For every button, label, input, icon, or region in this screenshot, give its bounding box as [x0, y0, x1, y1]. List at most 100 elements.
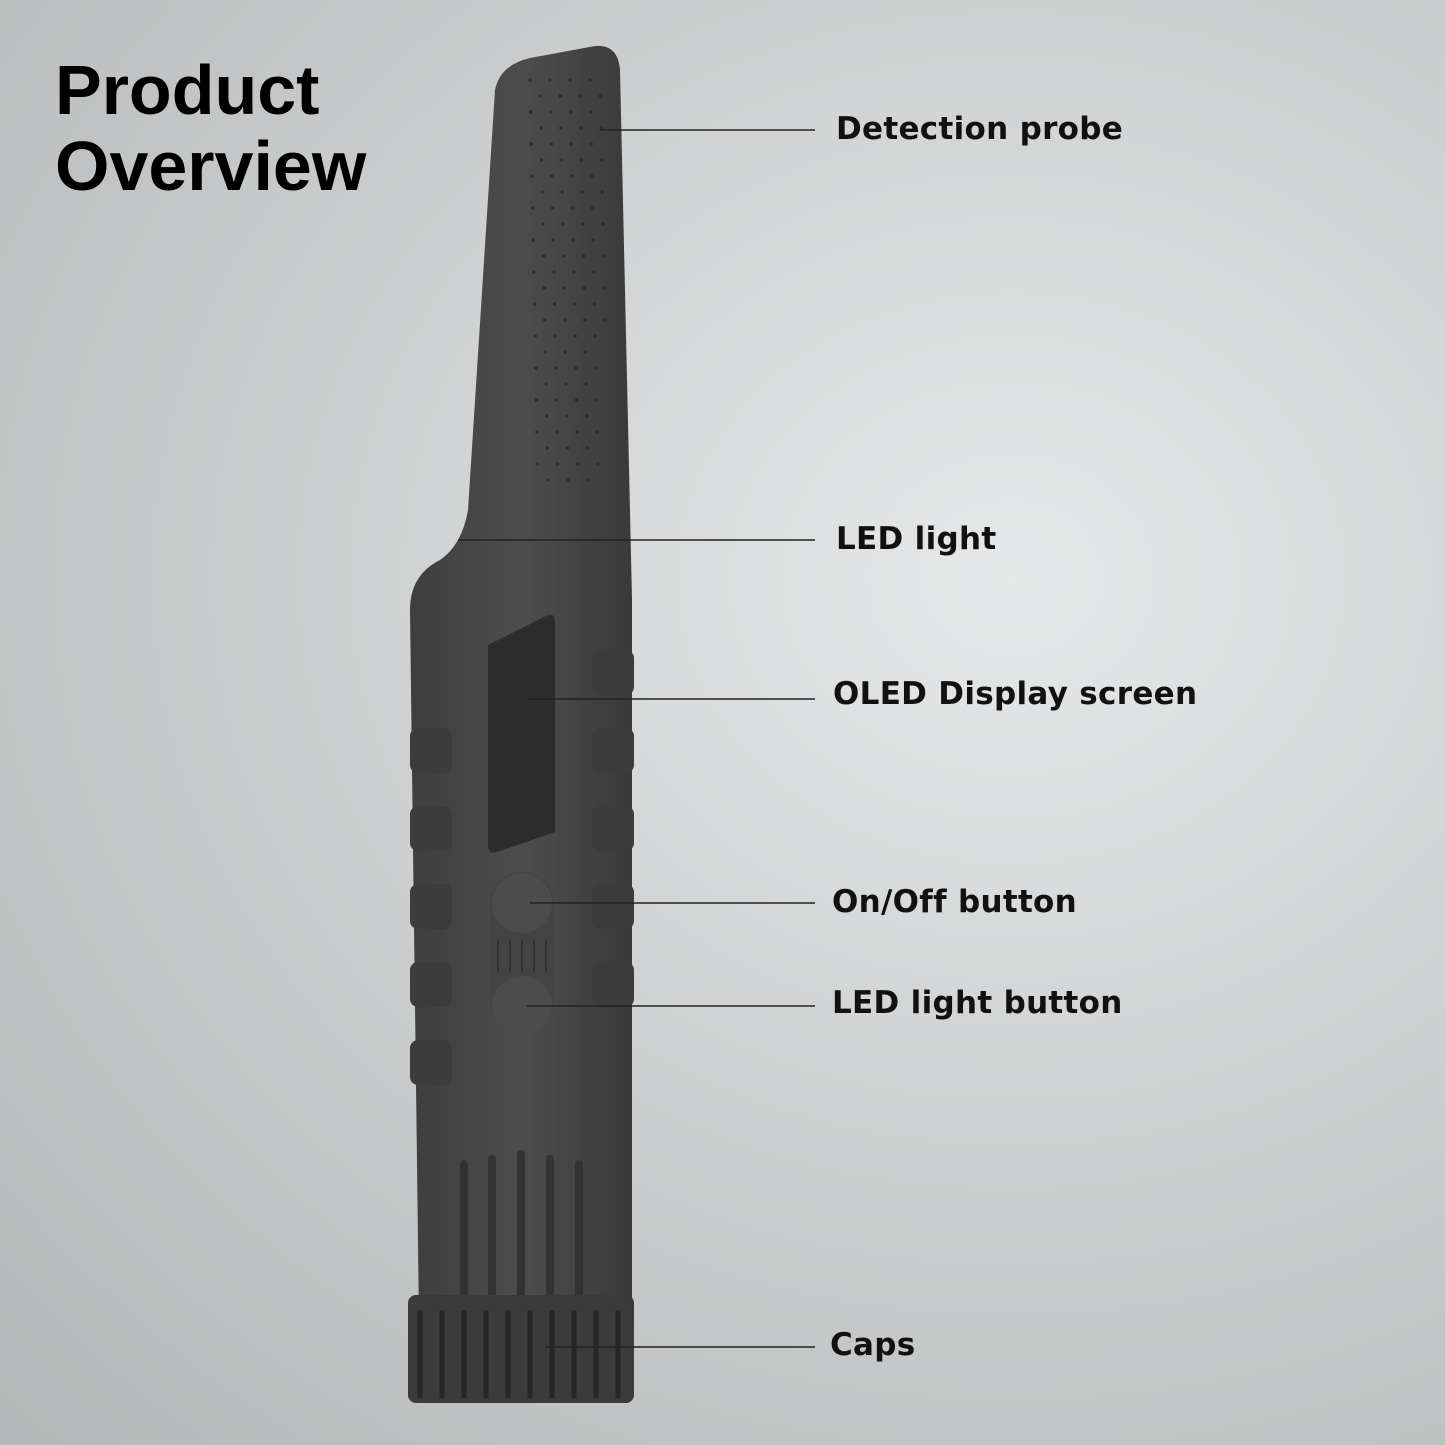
grip-ridge — [592, 884, 634, 929]
probe-dot — [555, 462, 560, 466]
probe-dot — [574, 398, 579, 402]
probe-dot — [528, 110, 533, 114]
probe-dot — [588, 110, 593, 114]
probe-dot — [599, 158, 604, 162]
grip-ridge — [592, 650, 634, 695]
probe-dot — [588, 78, 592, 82]
probe-dot — [533, 366, 538, 370]
label-caps: Caps — [830, 1327, 916, 1363]
probe-dot — [599, 126, 603, 130]
probe-dot — [544, 414, 549, 418]
probe-dot — [565, 446, 570, 450]
label-led-light-button: LED light button — [832, 985, 1123, 1021]
probe-dot — [549, 142, 554, 146]
probe-dot — [568, 78, 572, 82]
probe-dot — [593, 334, 597, 338]
probe-dot — [573, 366, 578, 370]
probe-dot — [562, 286, 566, 290]
probe-dot — [584, 414, 589, 418]
title-line-2: Overview — [55, 127, 367, 205]
probe-dot — [539, 158, 544, 162]
leader-lines — [458, 129, 815, 1348]
cap-grooves — [417, 1310, 621, 1398]
probe-dot — [583, 318, 587, 322]
label-oled-display: OLED Display screen — [833, 676, 1198, 712]
probe-dot — [535, 430, 539, 434]
probe-dot — [559, 158, 564, 162]
probe-dot — [583, 350, 588, 354]
probe-dot — [551, 238, 555, 242]
probe-dot — [554, 398, 559, 402]
probe-dot — [552, 270, 556, 274]
probe-dot — [571, 238, 575, 242]
probe-dot — [528, 78, 532, 82]
grip-ridge — [410, 728, 452, 773]
probe-dot — [590, 174, 594, 178]
probe-dot — [546, 478, 550, 482]
probe-dot — [590, 206, 595, 210]
probe-dot — [560, 190, 565, 194]
probe-dot — [543, 350, 548, 354]
probe-dot — [566, 478, 570, 482]
probe-dot — [586, 478, 590, 482]
grip-ridge — [410, 884, 452, 929]
probe-dot — [589, 142, 594, 146]
probe-dot — [564, 414, 569, 418]
probe-dot — [532, 270, 536, 274]
probe-dot — [595, 430, 599, 434]
probe-dot — [534, 398, 539, 402]
probe-dot — [533, 334, 537, 338]
probe-dot — [569, 142, 574, 146]
probe-dot — [564, 382, 568, 386]
probe-dot — [575, 462, 580, 466]
probe-dot — [545, 446, 550, 450]
probe-dot — [535, 462, 540, 466]
probe-dot — [570, 174, 574, 178]
probe-dot — [553, 334, 557, 338]
probe-dot — [573, 334, 577, 338]
probe-dot — [595, 462, 600, 466]
probe-dot — [552, 302, 557, 306]
probe-dot — [598, 94, 603, 98]
probe-dot — [581, 254, 586, 258]
button-grooves — [497, 940, 547, 972]
probe-dot — [539, 126, 543, 130]
handle-ribs — [460, 1150, 583, 1300]
probe-dot — [600, 190, 605, 194]
grip-ridge — [592, 806, 634, 851]
grip-ridges — [410, 650, 634, 1085]
probe-dot — [578, 94, 583, 98]
probe-dot — [601, 254, 606, 258]
probe-dot — [542, 286, 546, 290]
oled-screen — [488, 614, 555, 853]
probe-dot — [558, 94, 563, 98]
grip-ridge — [592, 962, 634, 1007]
probe-dot — [592, 302, 597, 306]
probe-dot — [579, 126, 583, 130]
label-led-light: LED light — [836, 521, 997, 557]
probe-dot — [572, 302, 577, 306]
probe-dot — [530, 206, 535, 210]
probe-dot — [585, 446, 590, 450]
probe-dot — [553, 366, 558, 370]
probe-dot — [561, 222, 565, 226]
probe-dot — [531, 238, 535, 242]
probe-dot — [541, 222, 545, 226]
probe-dot — [530, 174, 534, 178]
label-on-off-button: On/Off button — [832, 884, 1078, 920]
probe-dot — [563, 350, 568, 354]
grip-ridge — [410, 806, 452, 851]
probe-dot — [541, 254, 546, 258]
probe-dot — [544, 382, 548, 386]
probe-dots — [528, 78, 607, 482]
probe-dot — [584, 382, 588, 386]
on-off-button — [492, 873, 552, 933]
probe-dot — [592, 270, 596, 274]
probe-dot — [548, 110, 553, 114]
probe-dot — [559, 126, 563, 130]
probe-dot — [543, 318, 547, 322]
probe-dot — [603, 318, 607, 322]
probe-dot — [593, 366, 598, 370]
